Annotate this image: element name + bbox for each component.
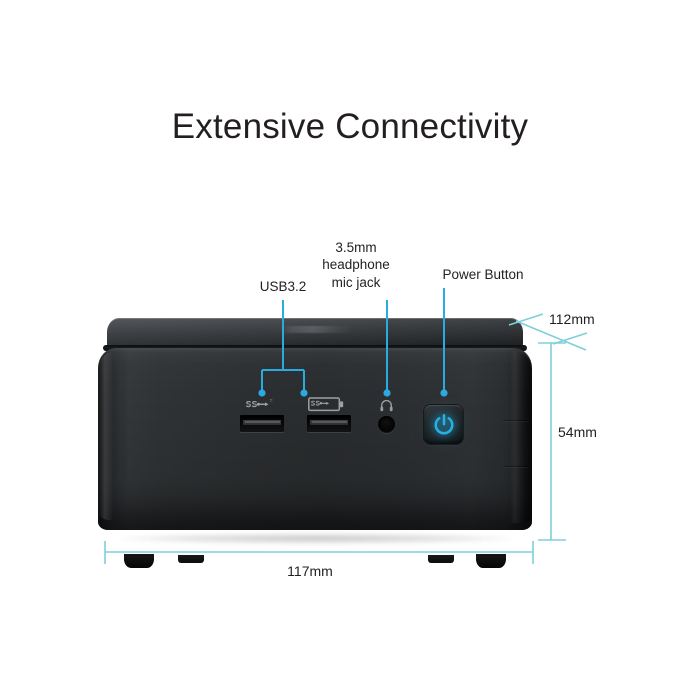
power-button[interactable] [424, 405, 463, 444]
callout-label-usb: USB3.2 [259, 279, 307, 294]
dimension-label-height: 54mm [558, 424, 597, 440]
usb-superspeed-icon [246, 398, 273, 408]
rubber-foot-inner-left [178, 555, 204, 563]
rubber-foot-inner-right [428, 555, 454, 563]
usb-port-right [307, 415, 351, 432]
panel-seam-upper [503, 420, 529, 421]
usb-superspeed-charging-icon [308, 397, 344, 412]
page-title: Extensive Connectivity [171, 107, 529, 146]
device-front-panel [98, 348, 532, 568]
usb-port-left [240, 415, 284, 432]
usb-tongue-left [243, 419, 281, 425]
callout-label-power: Power Button [442, 267, 524, 282]
dimension-height [538, 342, 566, 541]
device-contact-shadow [118, 533, 514, 544]
usb-tongue-right [310, 419, 348, 425]
dimension-label-depth: 112mm [549, 311, 595, 327]
panel-shading [98, 348, 532, 530]
device-top-lid [107, 318, 523, 348]
panel-right-edge [510, 351, 532, 523]
power-symbol-icon [434, 413, 453, 434]
callout-label-audio: 3.5mm headphone mic jack [322, 240, 390, 290]
mini-pc-device [98, 318, 532, 568]
rubber-foot-left [124, 554, 154, 568]
rubber-foot-right [476, 554, 506, 568]
headphone-icon [380, 399, 393, 412]
dimension-label-width: 117mm [287, 563, 333, 579]
panel-left-edge [99, 352, 113, 520]
brand-logo [279, 326, 353, 333]
dimension-width [104, 541, 534, 564]
panel-seam-lower [503, 466, 529, 467]
audio-jack-port [378, 416, 395, 433]
